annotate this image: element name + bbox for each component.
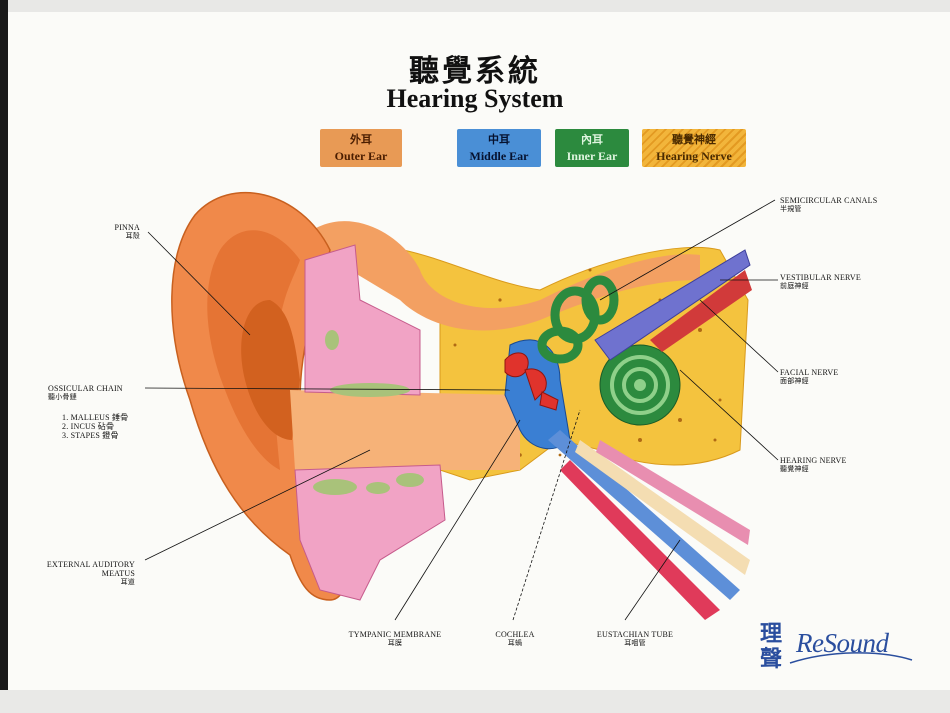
label-tympanic-membrane: TYMPANIC MEMBRANE 耳膜 <box>340 630 450 648</box>
label-eustachian-tube-en: EUSTACHIAN TUBE <box>596 630 674 639</box>
label-external-meatus-cn: 耳道 <box>120 578 135 586</box>
logo-swoosh <box>789 652 913 664</box>
logo-chinese: 理聲 <box>760 621 783 672</box>
cartilage-spot-2 <box>325 330 339 350</box>
bottom-edge <box>0 690 950 713</box>
title-chinese: 聽覺系統 <box>409 54 541 89</box>
label-hearing-nerve-en: HEARING NERVE <box>780 456 847 465</box>
legend-hearing-nerve-cn: 聽覺神經 <box>672 133 716 146</box>
label-ossicle-list: 1. MALLEUS 錘骨 2. INCUS 砧骨 3. STAPES 鐙骨 <box>62 413 152 440</box>
ossicle-malleus: 1. MALLEUS 錘骨 <box>62 413 129 422</box>
label-pinna: PINNA 耳殼 <box>60 223 140 241</box>
canal-lower-wall <box>294 464 446 601</box>
ossicles <box>504 352 559 411</box>
label-facial-nerve: FACIAL NERVE 面部神經 <box>780 368 880 386</box>
label-ossicular-chain: OSSICULAR CHAIN 聽小骨鏈 <box>48 384 148 402</box>
label-vestibular-nerve: VESTIBULAR NERVE 前庭神經 <box>780 273 890 291</box>
legend-outer-ear-cn: 外耳 <box>350 133 372 146</box>
cochlea-turn-2 <box>622 367 658 403</box>
legend-hearing-nerve: 聽覺神經 Hearing Nerve <box>642 129 746 167</box>
legend-middle-ear-en: Middle Ear <box>469 149 529 163</box>
legend-outer-ear-en: Outer Ear <box>334 149 388 163</box>
label-ossicular-chain-en: OSSICULAR CHAIN <box>48 384 123 393</box>
title-english: Hearing System <box>386 84 564 113</box>
label-cochlea-en: COCHLEA <box>495 630 535 639</box>
legend-inner-ear: 內耳 Inner Ear <box>555 129 629 167</box>
label-external-meatus-en: EXTERNAL AUDITORY MEATUS <box>46 560 135 578</box>
label-cochlea-cn: 耳蝸 <box>507 639 523 647</box>
label-eustachian-tube: EUSTACHIAN TUBE 耳咽管 <box>585 630 685 648</box>
cochlea-turn-1 <box>610 355 670 415</box>
top-edge <box>0 0 950 12</box>
ear-canal <box>290 390 520 470</box>
cartilage-spot-4 <box>366 482 390 494</box>
cochlea-center <box>634 379 646 391</box>
cartilage-spot-3 <box>313 479 357 495</box>
left-edge <box>0 0 8 713</box>
label-ossicular-chain-cn: 聽小骨鏈 <box>48 393 77 401</box>
label-vestibular-nerve-en: VESTIBULAR NERVE <box>780 273 862 282</box>
vestibular-nerve-bundle <box>594 249 751 361</box>
semicircular-canals <box>537 275 619 364</box>
ossicle-incus: 2. INCUS 砧骨 <box>62 422 115 431</box>
legend-hearing-nerve-en: Hearing Nerve <box>656 149 732 163</box>
label-hearing-nerve-cn: 聽覺神經 <box>780 465 809 473</box>
ossicle-stapes: 3. STAPES 鐙骨 <box>62 431 119 440</box>
legend-middle-ear-cn: 中耳 <box>488 133 510 146</box>
cartilage-spot-5 <box>396 473 424 487</box>
label-semicircular-canals-en: SEMICIRCULAR CANALS <box>780 196 878 205</box>
eustachian-tube-blue <box>548 430 740 600</box>
label-pinna-cn: 耳殼 <box>125 232 140 240</box>
legend-outer-ear: 外耳 Outer Ear <box>320 129 402 167</box>
label-pinna-en: PINNA <box>114 223 140 232</box>
eustachian-tube-pink <box>596 440 750 545</box>
skin-upper <box>300 221 700 331</box>
eustachian-tube-cream <box>575 440 750 575</box>
label-external-meatus: EXTERNAL AUDITORY MEATUS 耳道 <box>40 560 135 587</box>
label-semicircular-canals-cn: 半規管 <box>780 205 802 213</box>
cartilage-spot-1 <box>330 383 410 397</box>
label-hearing-nerve: HEARING NERVE 聽覺神經 <box>780 456 880 474</box>
label-facial-nerve-en: FACIAL NERVE <box>780 368 839 377</box>
logo-resound: ReSound <box>796 628 889 658</box>
label-cochlea: COCHLEA 耳蝸 <box>480 630 550 648</box>
label-eustachian-tube-cn: 耳咽管 <box>624 639 646 647</box>
label-facial-nerve-cn: 面部神經 <box>780 377 809 385</box>
pinna-concha <box>241 300 300 440</box>
legend-middle-ear: 中耳 Middle Ear <box>457 129 541 167</box>
label-vestibular-nerve-cn: 前庭神經 <box>780 282 809 290</box>
facial-nerve-bundle <box>650 270 752 352</box>
label-tympanic-membrane-cn: 耳膜 <box>387 639 403 647</box>
label-tympanic-membrane-en: TYMPANIC MEMBRANE <box>348 630 442 639</box>
label-semicircular-canals: SEMICIRCULAR CANALS 半規管 <box>780 196 900 214</box>
eustachian-tube-red <box>560 460 720 620</box>
canal-upper-wall <box>304 244 421 396</box>
pointer-lines <box>144 199 779 621</box>
legend-inner-ear-cn: 內耳 <box>581 133 603 146</box>
legend-inner-ear-en: Inner Ear <box>566 149 618 163</box>
